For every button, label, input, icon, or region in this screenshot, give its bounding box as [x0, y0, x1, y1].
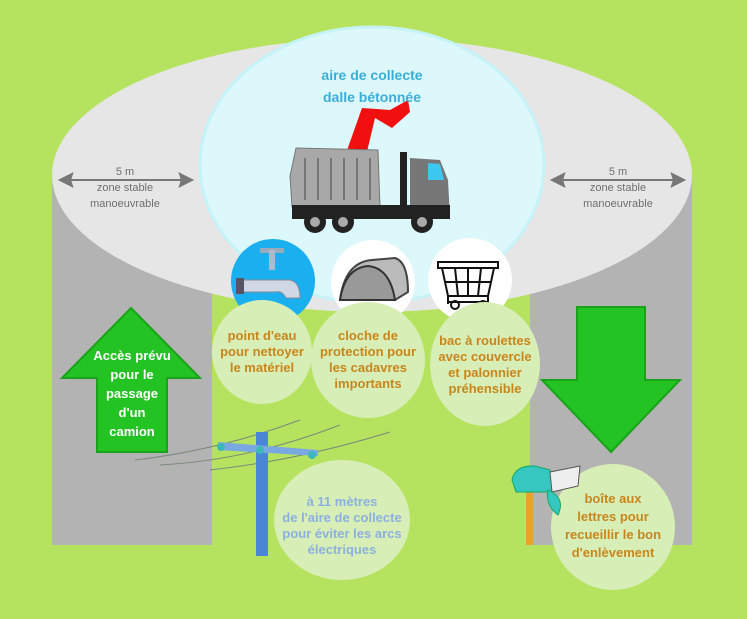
distance-label: 5 m — [115, 166, 135, 178]
label-line: protection pour — [319, 344, 417, 359]
zone-line: zone stable — [96, 182, 154, 194]
title-line: aire de collecte — [321, 67, 423, 83]
note-line: électriques — [307, 542, 377, 557]
label-bg-tap — [212, 300, 312, 404]
pole-note-bg — [274, 460, 410, 580]
mailbox-note: boîte aux lettres pour recueillir le bon… — [553, 490, 673, 562]
tap-label: point d'eau pour nettoyer le matériel — [207, 328, 317, 376]
label-line: camion — [109, 424, 155, 439]
water-tap-icon — [236, 248, 301, 299]
left-dimension-arrow — [57, 172, 195, 188]
note-line: à 11 mètres — [306, 494, 378, 509]
access-arrow-label: Accès prévu pour le passage d'un camion — [82, 346, 182, 441]
cart-label: bac à roulettes avec couvercle et palonn… — [425, 333, 545, 397]
label-line: Accès prévu — [93, 348, 171, 363]
label-line: bac à roulettes — [439, 333, 531, 348]
label-line: pour nettoyer — [220, 344, 304, 359]
down-arrow — [539, 306, 683, 454]
label-line: et palonnier — [448, 365, 522, 380]
truck-icon — [289, 100, 450, 233]
label-line: les cadavres — [328, 360, 408, 375]
note-line: recueillir le bon — [564, 527, 662, 542]
label-line: le matériel — [229, 360, 295, 375]
cloche-label: cloche de protection pour les cadavres i… — [308, 328, 428, 392]
label-line: passage — [105, 386, 159, 401]
zone-line: manoeuvrable — [90, 198, 160, 210]
mailbox-note-bg — [551, 464, 675, 590]
collection-area-title: aire de collecte dalle bétonnée — [272, 64, 472, 108]
pole-note: à 11 mètres de l'aire de collecte pour é… — [272, 494, 412, 558]
label-line: pour le — [110, 367, 154, 382]
note-line: pour éviter les arcs — [282, 526, 402, 541]
zone-line: manoeuvrable — [583, 198, 653, 210]
distance-label: 5 m — [608, 166, 628, 178]
cloche-icon — [338, 256, 410, 301]
label-line: avec couvercle — [438, 349, 532, 364]
label-line: préhensible — [448, 381, 522, 396]
mailbox-icon — [511, 465, 581, 545]
right-dimension-arrow — [549, 172, 687, 188]
up-arrow — [59, 306, 203, 453]
note-line: de l'aire de collecte — [282, 510, 402, 525]
label-line: cloche de — [338, 328, 398, 343]
note-line: d'enlèvement — [571, 545, 655, 560]
note-line: boîte aux — [584, 491, 642, 506]
power-pole-icon — [134, 419, 391, 556]
left-zone-label: 5 m zone stable manoeuvrable — [65, 164, 185, 212]
zone-line: zone stable — [589, 182, 647, 194]
label-bg-cloche — [311, 302, 425, 418]
title-line: dalle bétonnée — [322, 89, 422, 105]
note-line: lettres pour — [577, 509, 649, 524]
label-line: point d'eau — [227, 328, 297, 343]
label-bg-cart — [430, 302, 540, 426]
label-line: importants — [334, 376, 402, 391]
right-zone-label: 5 m zone stable manoeuvrable — [558, 164, 678, 212]
label-line: d'un — [118, 405, 146, 420]
